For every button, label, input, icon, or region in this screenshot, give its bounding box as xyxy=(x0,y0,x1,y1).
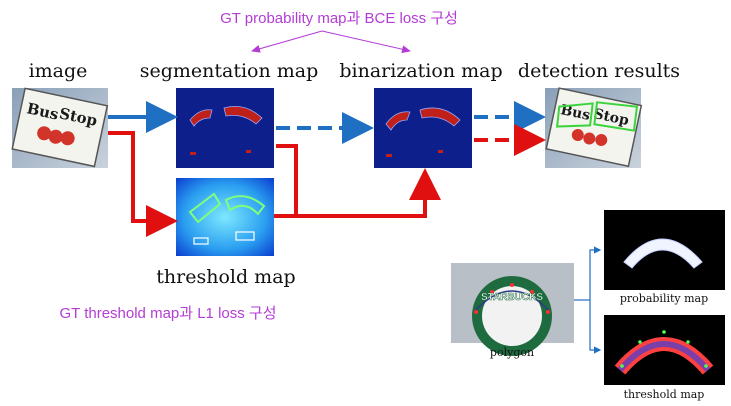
label-probability-map-small: probability map xyxy=(620,292,708,305)
detection-text-bus: Bus xyxy=(559,102,592,124)
label-threshold-map-small: threshold map xyxy=(624,388,705,401)
detection-text-stop: Stop xyxy=(592,106,630,129)
label-binarization-map: binarization map xyxy=(339,60,502,82)
inset-threshold-map xyxy=(604,315,725,385)
binarization-map xyxy=(374,88,472,168)
label-detection-results: detection results xyxy=(518,60,680,82)
label-polygon: polygon xyxy=(490,346,534,359)
inset-probability-map xyxy=(604,210,725,290)
annotation-top: GT probability map과 BCE loss 구성 xyxy=(220,10,458,27)
segmentation-map xyxy=(176,88,274,168)
arrow-image-to-threshold xyxy=(108,131,178,237)
annotation-arrow-left xyxy=(251,30,323,53)
logo-text: STARBUCKS xyxy=(481,292,543,303)
annotation-arrow-right xyxy=(321,30,411,54)
annotation-bottom: GT threshold map과 L1 loss 구성 xyxy=(59,305,276,322)
inset-arrow-down xyxy=(589,300,602,354)
input-image: Bus Stop xyxy=(11,87,109,168)
inset-polygon-image: STARBUCKS xyxy=(451,263,574,356)
threshold-map xyxy=(176,178,274,256)
label-threshold-map: threshold map xyxy=(156,266,295,288)
label-image: image xyxy=(29,60,88,82)
detection-result: Bus Stop xyxy=(545,87,643,168)
inset-arrow-up xyxy=(589,246,602,300)
label-segmentation-map: segmentation map xyxy=(140,60,319,82)
